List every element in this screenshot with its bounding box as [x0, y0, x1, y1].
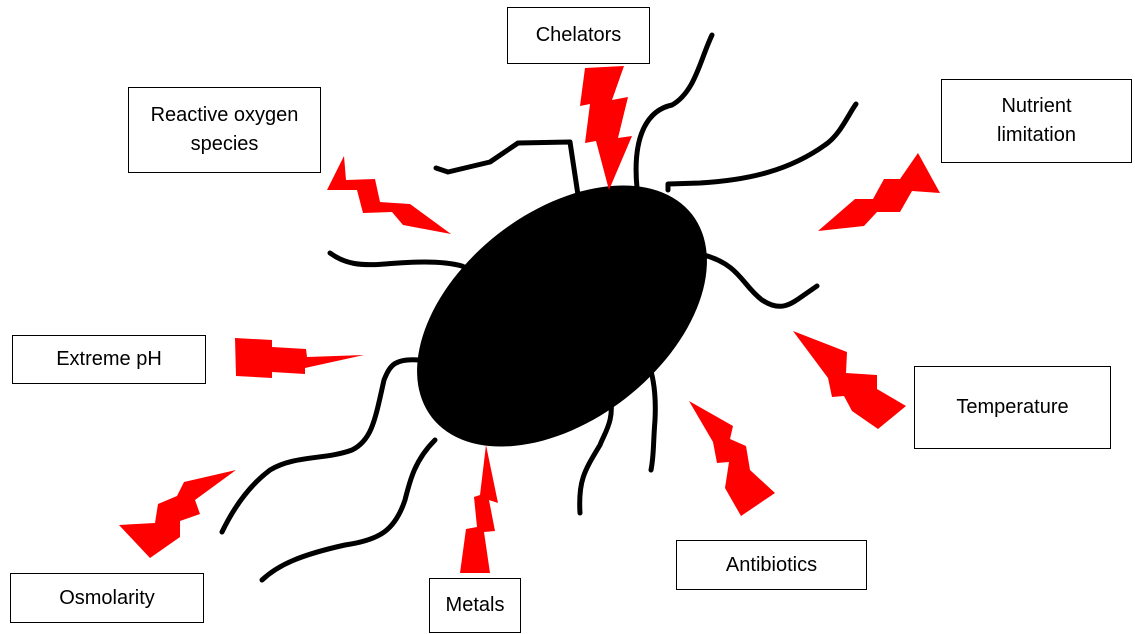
flagellum-left-lower — [222, 360, 420, 532]
label-reactive-oxygen-species: Reactive oxygen species — [128, 87, 321, 173]
label-chelators: Chelators — [507, 7, 650, 64]
label-antibiotics: Antibiotics — [676, 540, 867, 590]
label-temperature: Temperature — [914, 366, 1111, 449]
bolt-antibiotics — [689, 401, 775, 516]
flagellum-left-upper — [330, 253, 470, 270]
bolt-extreme-ph — [235, 338, 364, 378]
label-osmolarity: Osmolarity — [10, 573, 204, 623]
flagellum-bottom-right — [648, 362, 655, 470]
bolt-reactive-oxygen — [327, 156, 451, 234]
bolt-osmolarity — [119, 470, 236, 558]
label-metals: Metals — [429, 578, 521, 633]
label-nutrient-limitation: Nutrient limitation — [941, 79, 1132, 163]
bolt-chelators — [580, 66, 632, 190]
label-extreme-ph: Extreme pH — [12, 335, 206, 384]
flagellum-top-left — [436, 142, 578, 195]
bolt-metals — [460, 445, 498, 573]
flagellum-right — [704, 255, 817, 306]
flagellum-top-right — [668, 104, 856, 190]
bolt-nutrient-limitation — [818, 153, 940, 231]
bolt-temperature — [793, 331, 906, 429]
bacterium-cell-body — [368, 132, 756, 499]
